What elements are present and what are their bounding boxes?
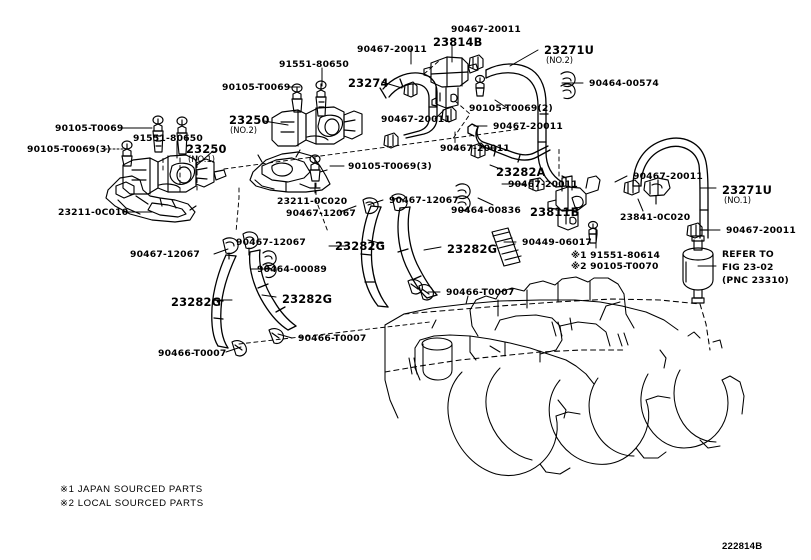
part-label-l04: 23250	[186, 142, 227, 156]
part-label-l32: (NO.1)	[724, 195, 752, 205]
clip-90467-12067-b	[242, 231, 259, 256]
hose-23282G-4	[397, 206, 438, 299]
part-label-l11: 23211-0C020	[277, 196, 348, 207]
part-label-l46: 90466-T0007	[158, 348, 227, 359]
vsv-23814B	[423, 56, 479, 109]
part-label-l07: 90105-T0069	[222, 82, 291, 93]
bolt-91551-80614	[587, 220, 599, 244]
bracket-23211-0C020	[249, 149, 331, 193]
hose-23282A	[467, 123, 551, 163]
regulator-23811B	[547, 175, 601, 231]
part-label-l05: (NO.1)	[188, 154, 216, 164]
pipe-23271U-no2	[485, 63, 567, 188]
part-label-l42: 90464-00089	[257, 264, 327, 275]
clamp-90466-T0007-a	[268, 328, 285, 345]
clip-90467-20011-e	[623, 179, 640, 196]
part-label-l19: (NO.2)	[546, 55, 574, 65]
part-label-l41: 90467-12067	[130, 249, 200, 260]
clip-90467-12067-c	[362, 197, 379, 215]
part-label-l25: 23282A	[496, 165, 546, 179]
part-label-l17: 90467-20011	[451, 24, 521, 35]
bolt-23211-0C020	[309, 154, 321, 182]
part-label-l13: 90105-T0069(3)	[348, 161, 432, 172]
leader-lines	[104, 44, 721, 353]
part-label-l33: 90467-20011	[726, 225, 796, 236]
part-label-l44: 23282G	[282, 292, 333, 306]
part-label-l30: 23841-0C020	[620, 212, 691, 223]
clamp-23841-0C020	[643, 177, 671, 205]
clamp-90466-T0007-b	[231, 340, 247, 357]
clip-90464-00574	[560, 71, 576, 100]
part-label-l40: 90467-12067	[236, 237, 306, 248]
part-label-l28: 90467-20011	[633, 171, 703, 182]
clip-90467-20011-a	[403, 81, 418, 98]
part-label-l37: 90467-12067	[389, 195, 459, 206]
spring-clamp-90449-06017	[491, 227, 522, 267]
clip-90467-20011-b	[383, 132, 399, 149]
footnote-japan-sourced: ※1 JAPAN SOURCED PARTS	[60, 484, 203, 495]
part-label-l27: 90467-20011	[508, 179, 578, 190]
clip-90467-20011-f	[528, 177, 545, 192]
clip-90467-12067-a	[222, 237, 239, 260]
engine-block	[384, 276, 745, 477]
part-label-l48: REFER TO	[722, 249, 774, 260]
clip-90467-12067-d	[391, 193, 408, 212]
clip-90467-20011-c	[470, 142, 486, 159]
part-label-l43: 23282G	[171, 295, 222, 309]
part-label-l45: 90466-T0007	[298, 333, 367, 344]
injector-23250-no2	[271, 106, 363, 147]
clamp-90466-T0007-d	[407, 279, 423, 295]
part-label-l20: 90464-00574	[589, 78, 659, 89]
clip-90467-20011-g	[686, 222, 703, 239]
bracket-23211-0C010	[105, 175, 197, 223]
part-label-l15: 23274	[348, 76, 389, 90]
part-label-l29: 23811B	[530, 205, 580, 219]
part-label-l31: 23271U	[722, 183, 773, 197]
clip-90467-20011-vsv	[468, 54, 484, 71]
hose-23282G-3	[360, 205, 389, 308]
part-label-l10: (NO.2)	[230, 125, 258, 135]
part-label-l35: ※1 91551-80614	[571, 250, 661, 261]
part-label-l09: 23250	[229, 113, 270, 127]
part-label-l24: 90467-20011	[440, 143, 510, 154]
hose-23274	[379, 72, 438, 139]
hose-23282G-1	[211, 254, 237, 349]
part-label-l36: ※2 90105-T0070	[571, 261, 659, 272]
part-label-l23: 90467-20011	[381, 114, 451, 125]
footnote-local-sourced: ※2 LOCAL SOURCED PARTS	[60, 498, 204, 509]
assembly-guides	[162, 59, 560, 345]
part-label-l03: 91551-80650	[133, 133, 203, 144]
fuel-filter-23310	[682, 235, 714, 304]
part-label-l49: FIG 23-02	[722, 262, 774, 273]
hose-23282G-2	[248, 249, 297, 331]
bolt-90105-T0069-vsv	[474, 74, 486, 97]
part-label-l06: 23211-0C010	[58, 207, 129, 218]
pipe-23271U-no1	[632, 137, 709, 239]
part-label-l50: (PNC 23310)	[722, 275, 789, 286]
bolt-group-left	[121, 115, 188, 167]
clamp-90466-T0007-c	[418, 284, 434, 301]
injector-23250-no1	[122, 154, 227, 195]
diagram-id: 222814B	[722, 541, 763, 552]
part-label-l47: 90466-T0007	[446, 287, 515, 298]
clip-90464-00836	[455, 183, 471, 212]
part-label-l18: 23271U	[544, 43, 595, 57]
part-label-l02: 90105-T0069(3)	[27, 144, 111, 155]
part-label-l38: 23282G	[335, 239, 386, 253]
part-label-l21: 90105-T0069(2)	[469, 103, 553, 114]
clip-90464-00089	[262, 250, 277, 279]
bolt-group-mid	[291, 80, 327, 117]
part-label-l22: 90467-20011	[493, 121, 563, 132]
part-label-l34: 90449-06017	[522, 237, 592, 248]
part-label-l01: 90105-T0069	[55, 123, 124, 134]
part-label-l12: 90467-12067	[286, 208, 356, 219]
part-label-l26: 90464-00836	[451, 205, 521, 216]
part-label-l14: 90467-20011	[357, 44, 427, 55]
clip-90467-20011-d	[441, 106, 457, 123]
part-label-l39: 23282G	[447, 242, 498, 256]
part-label-l08: 91551-80650	[279, 59, 349, 70]
part-label-l16: 23814B	[433, 35, 483, 49]
